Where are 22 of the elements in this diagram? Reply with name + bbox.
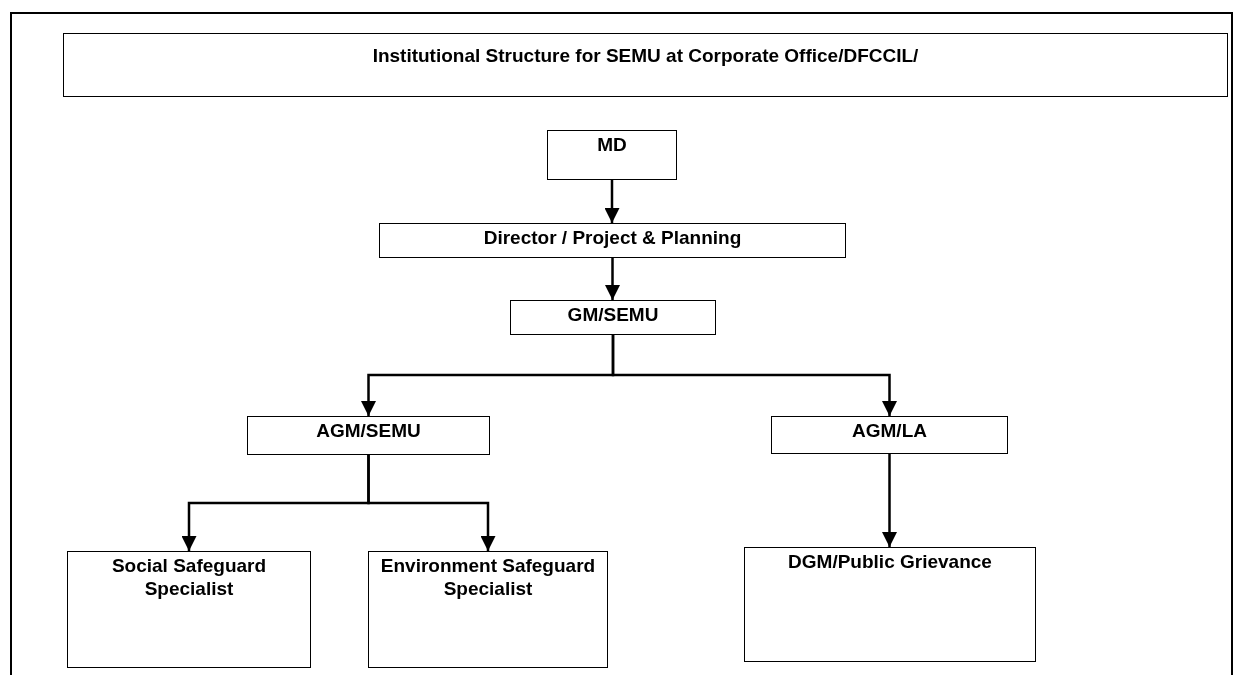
role-title: MD <box>597 134 627 157</box>
org-box <box>368 551 608 668</box>
org-box <box>379 223 846 258</box>
role-title: Director / Project & Planning <box>483 227 742 250</box>
org-box <box>547 130 677 180</box>
role-title: GM/SEMU <box>567 304 659 327</box>
role-title: Environment Safeguard Specialist <box>379 555 597 601</box>
connector-arrow <box>882 454 897 547</box>
role-title: DGM/Public Grievance <box>788 551 992 574</box>
connector-arrow <box>611 335 897 416</box>
org-box <box>67 551 311 668</box>
org-box <box>510 300 716 335</box>
role-title: Social Safeguard Specialist <box>110 555 268 601</box>
connector-arrow <box>604 180 620 223</box>
role-title: AGM/SEMU <box>316 420 421 443</box>
title: Institutional Structure for SEMU at Corporate Office/DFCCIL/ <box>372 44 919 68</box>
connector-arrow <box>605 258 620 300</box>
org-box <box>771 416 1008 454</box>
connector-arrow <box>367 455 496 551</box>
role-title: AGM/LA <box>852 420 927 443</box>
org-box <box>744 547 1036 662</box>
org-box <box>247 416 490 455</box>
